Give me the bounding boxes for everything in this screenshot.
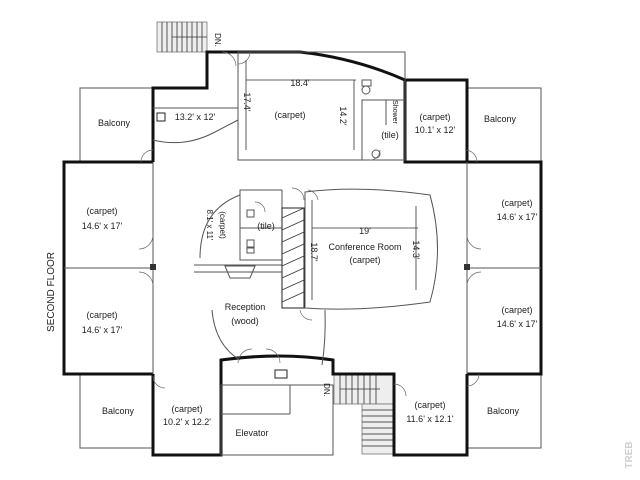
toilet-icon [361, 79, 372, 95]
stair-bottom [333, 373, 395, 455]
sink-icon [371, 149, 381, 159]
balcony-ne-outline [466, 87, 542, 163]
main-office-height: 17.4' [242, 92, 252, 112]
closet-label: (carpet) [218, 211, 227, 239]
stair-bottom-dn: DN. [322, 383, 331, 397]
fireplace-icon [156, 112, 166, 122]
conference-room-name: Conference Room [328, 242, 401, 252]
balcony-sw-label: Balcony [102, 406, 135, 416]
toilet-icon-small-bath [246, 239, 255, 254]
west-lower-size: 14.6' x 17' [82, 325, 123, 335]
small-bath-tile-label: (tile) [257, 221, 275, 231]
balcony-ne-label: Balcony [484, 114, 517, 124]
west-lower-label: (carpet) [86, 310, 117, 320]
vent-east-icon [464, 264, 470, 270]
reception-name: Reception [225, 302, 266, 312]
west-upper-label: (carpet) [86, 206, 117, 216]
east-upper-size: 14.6' x 17' [497, 212, 538, 222]
sw-office-label: (carpet) [171, 404, 202, 414]
conference-room-height-2: 14.3' [411, 240, 421, 260]
east-lower-label: (carpet) [501, 305, 532, 315]
closet-size: 8.1' x 11' [205, 210, 214, 241]
east-upper-label: (carpet) [501, 198, 532, 208]
sw-office-size: 10.2' x 12.2' [163, 417, 211, 427]
balcony-nw-label: Balcony [98, 118, 131, 128]
se-office-size: 11.6' x 12.1' [406, 414, 454, 424]
conference-room-width: 19' [359, 226, 371, 236]
conference-room-height: 18.7' [309, 242, 319, 262]
interior-walls [64, 51, 541, 456]
reception-floor: (wood) [231, 316, 259, 326]
watermark: TREB [624, 441, 635, 468]
sink-icon-small-bath [246, 209, 255, 218]
main-office-height-2: 14.2' [338, 106, 348, 126]
dimension-lines [245, 60, 418, 300]
elevator-label: Elevator [235, 428, 268, 438]
conference-room-floor: (carpet) [349, 255, 380, 265]
shower-label: Shower [391, 100, 398, 124]
main-office-width: 18.4' [290, 78, 310, 88]
stair-top [156, 21, 208, 53]
se-office-label: (carpet) [414, 400, 445, 410]
office-ne-label: (carpet) [419, 112, 450, 122]
balcony-se-label: Balcony [487, 406, 520, 416]
stair-top-dn: DN. [213, 33, 222, 47]
office-ne-size: 10.1' x 12' [415, 125, 456, 135]
conference-room-outline [281, 188, 438, 310]
office-nw-size: 13.2' x 12' [175, 112, 216, 122]
elevator-panel-icon [274, 369, 288, 379]
west-upper-size: 14.6' x 17' [82, 221, 123, 231]
main-office-label: (carpet) [274, 110, 305, 120]
bath-tile-label: (tile) [381, 130, 399, 140]
doors [138, 51, 482, 397]
vent-west-icon [150, 264, 156, 270]
east-lower-size: 14.6' x 17' [497, 319, 538, 329]
floor-label: SECOND FLOOR [46, 252, 57, 332]
